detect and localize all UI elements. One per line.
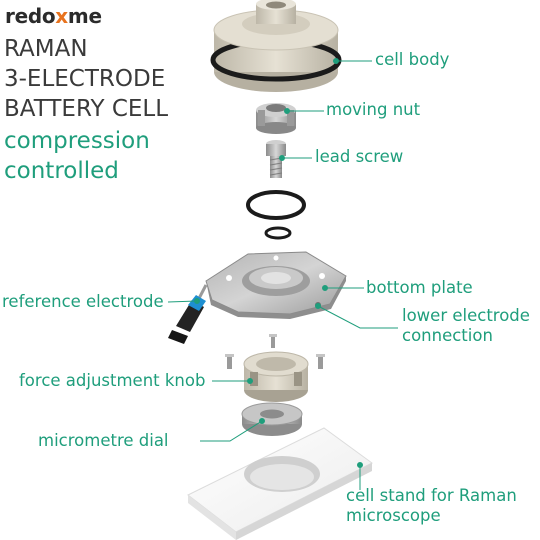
- micrometre-dial-part: [241, 402, 303, 436]
- label-reference-electrode: reference electrode: [2, 292, 164, 311]
- label-force-adjustment-knob: force adjustment knob: [19, 371, 206, 390]
- subtitle-line-2: controlled: [4, 158, 119, 184]
- subtitle-line-1: compression: [4, 128, 150, 154]
- leader-lines: [167, 58, 398, 490]
- label-lower-electrode-connection-line-2: connection: [402, 326, 493, 345]
- reference-electrode-part: [168, 284, 208, 344]
- title-line-3: BATTERY CELL: [4, 96, 169, 122]
- label-moving-nut: moving nut: [326, 100, 421, 119]
- label-micrometre-dial: micrometre dial: [38, 431, 169, 450]
- label-lead-screw: lead screw: [315, 147, 404, 166]
- label-cell-body: cell body: [375, 50, 450, 69]
- large-o-ring: [246, 190, 306, 220]
- moving-nut-part: [256, 103, 296, 134]
- leader-micrometre-dial: [200, 420, 263, 442]
- label-bottom-plate: bottom plate: [366, 278, 473, 297]
- cell-stand-part: [187, 427, 373, 540]
- brand-logo: redoxme: [5, 4, 102, 28]
- title-line-2: 3-ELECTRODE: [4, 66, 166, 92]
- label-lower-electrode-connection-line-1: lower electrode: [402, 306, 530, 325]
- label-cell-stand-line-2: microscope: [346, 506, 441, 525]
- force-adjustment-knob-part: [243, 351, 309, 402]
- leader-lower-electrode-connection: [317, 305, 398, 329]
- leader-reference-electrode: [167, 300, 198, 303]
- small-o-ring: [264, 226, 292, 240]
- cell-body-part: [210, 0, 342, 92]
- bottom-plate-part: [205, 251, 347, 319]
- label-cell-stand-line-1: cell stand for Raman: [346, 486, 517, 505]
- title-line-1: RAMAN: [4, 36, 88, 62]
